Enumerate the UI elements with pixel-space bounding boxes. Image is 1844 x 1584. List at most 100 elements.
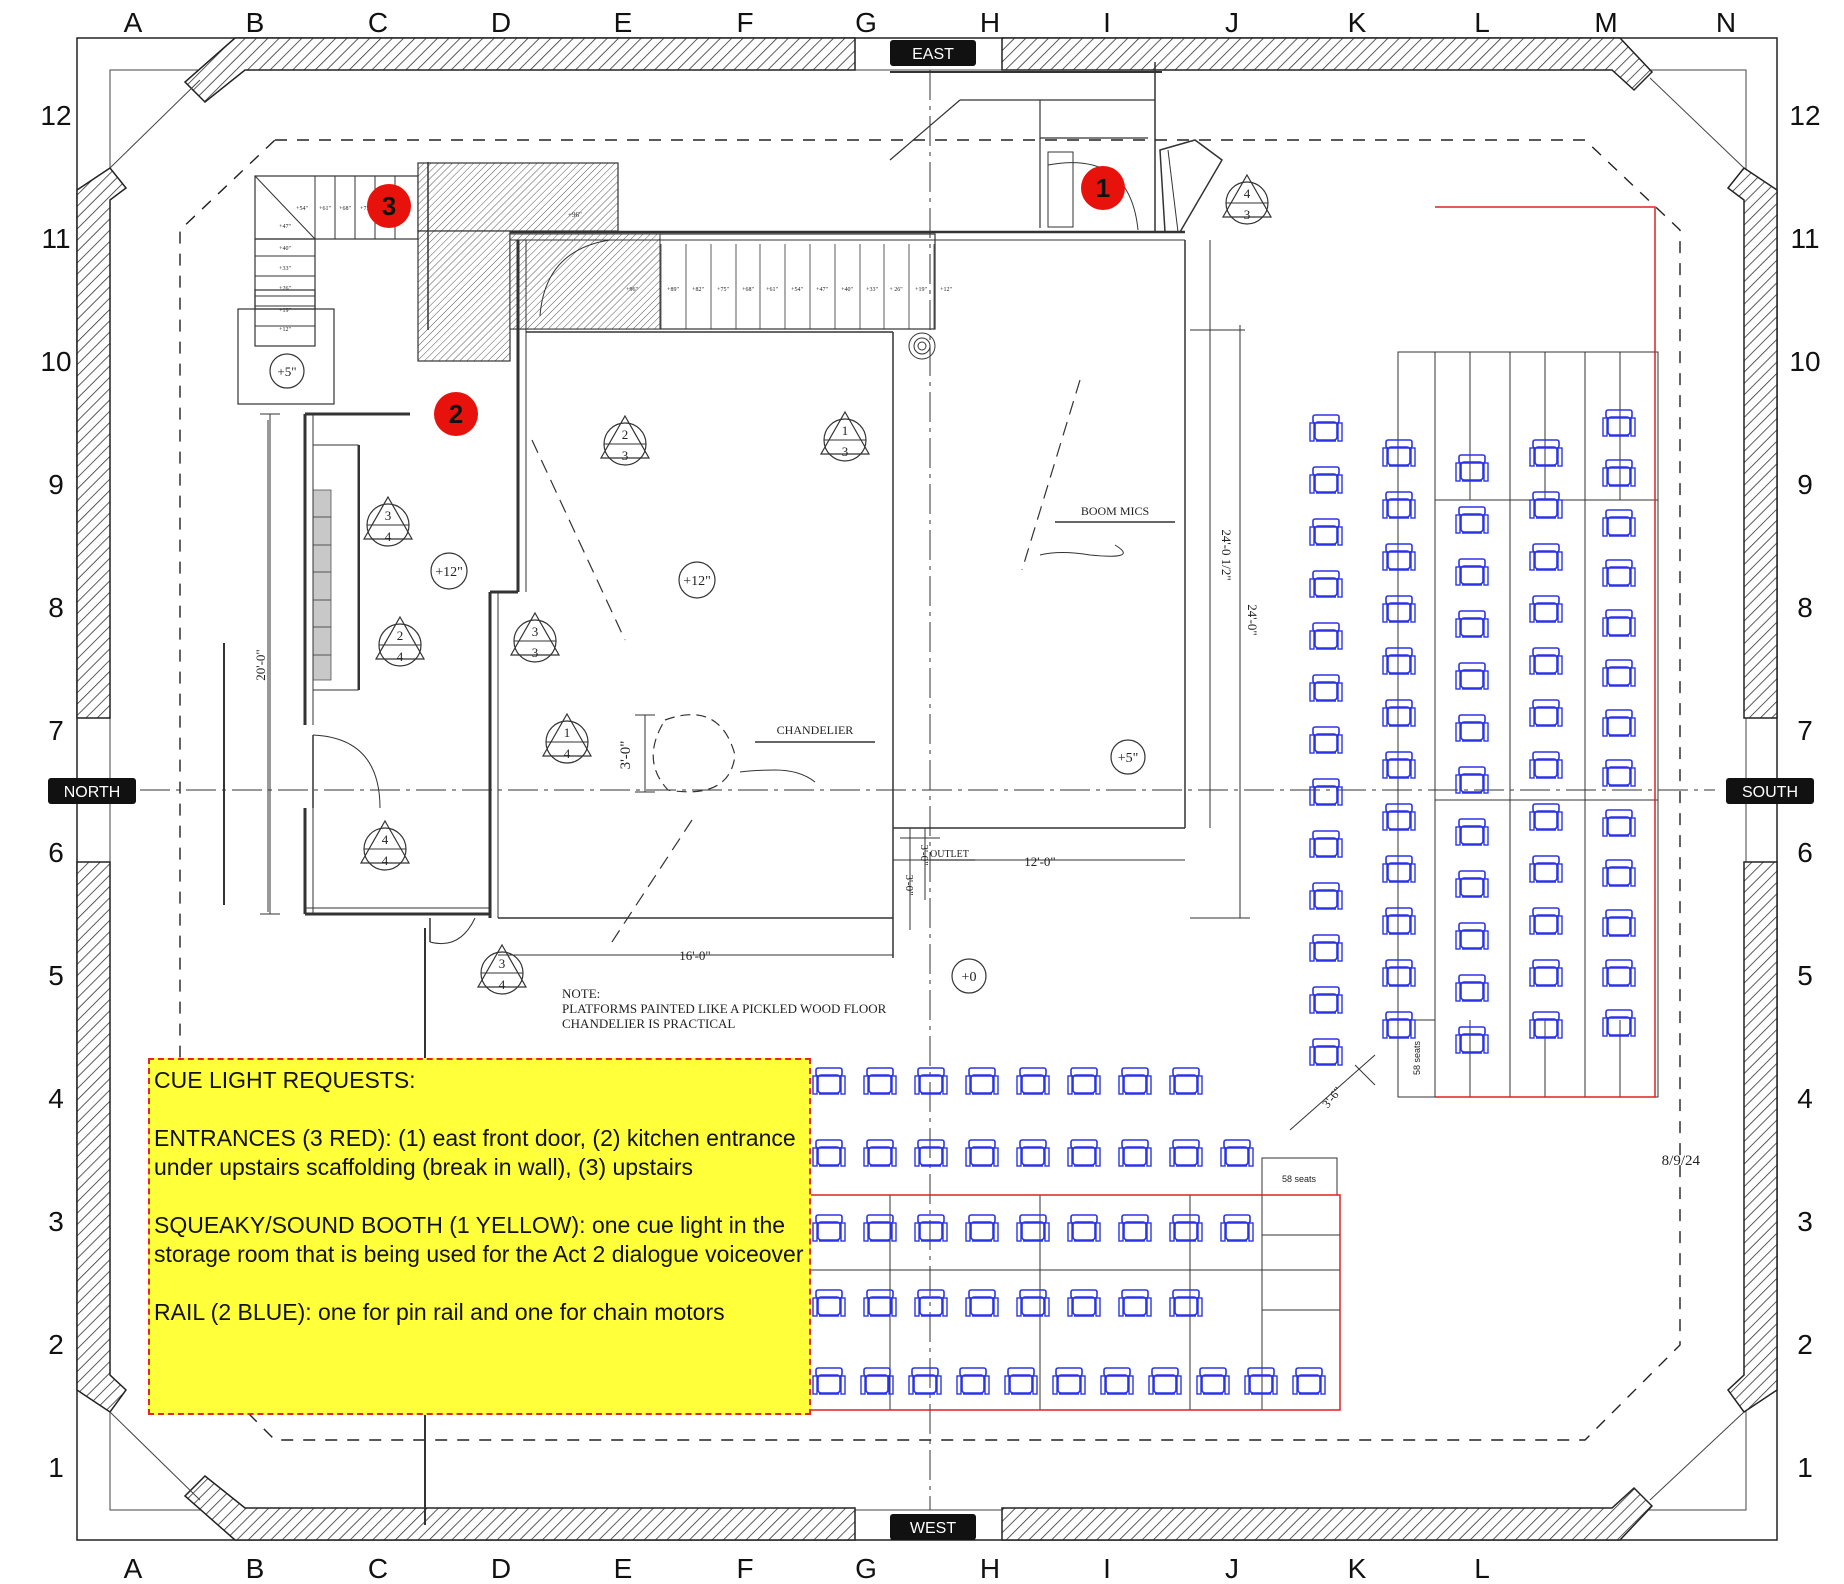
grid-row-right-11: 11 [1790,223,1819,254]
grid-row-left-6: 6 [48,837,64,868]
stair-right-step: + 26" [889,287,903,293]
stair-right-step: +68" [742,287,754,293]
seat [1309,778,1343,806]
seat [1309,674,1343,702]
seat [1455,662,1489,690]
seat [1529,491,1563,519]
elevation-markers: +12" +12" +5" +0 [430,552,1146,994]
seat [863,1214,897,1242]
grid-row-right-8: 8 [1797,592,1813,623]
section-marker-bottom: 4 [385,529,392,544]
grid-col-bottom-D: D [491,1553,511,1584]
seat [1529,803,1563,831]
grid-col-bottom-F: F [736,1553,753,1584]
seat [1382,699,1416,727]
seat [1455,922,1489,950]
seat [1455,558,1489,586]
grid-col-top-C: C [368,7,388,38]
elev-landing: +5" [277,364,296,379]
seat [1309,830,1343,858]
section-marker: 33 [509,611,561,663]
svg-text:NORTH: NORTH [64,784,121,801]
seat [1118,1214,1152,1242]
section-marker: 24 [374,615,426,667]
section-marker-bottom: 3 [622,448,629,463]
grid-row-right-3: 3 [1797,1206,1813,1237]
seat [1455,1026,1489,1054]
stair-right-step: +47" [816,287,828,293]
grid-row-right-6: 6 [1797,837,1813,868]
svg-text:24'-0 1/2": 24'-0 1/2" [1219,529,1234,580]
grid-col-bottom-E: E [614,1553,633,1584]
seat [908,1367,942,1395]
seat [1118,1067,1152,1095]
section-marker: 44 [359,819,411,871]
seat [1602,409,1636,437]
dimension-labels: 24'-0 1/2" 24'-0" 20'-0" 3'-0" 16'-0" 12… [253,529,1345,1110]
seat [1529,595,1563,623]
seat [1602,509,1636,537]
section-marker-top: 3 [385,508,392,523]
stair-left-step: +75" [360,206,372,212]
seat [1382,959,1416,987]
boom-mics: BOOM MICS [1039,504,1175,557]
svg-text:3'-0": 3'-0" [903,874,915,895]
grid-col-top-G: G [855,7,877,38]
seat [1602,709,1636,737]
seat [1169,1214,1203,1242]
seat [1455,714,1489,742]
seat [1602,959,1636,987]
section-marker-top: 1 [842,423,849,438]
grid-row-right-2: 2 [1797,1329,1813,1360]
boom-mics-label: BOOM MICS [1081,504,1149,518]
seat [1602,459,1636,487]
seat [1529,439,1563,467]
svg-text:+5": +5" [1118,751,1139,766]
seat [1309,570,1343,598]
grid-row-right-4: 4 [1797,1083,1813,1114]
seat [1309,466,1343,494]
dimensions [260,240,1376,1131]
grid-row-left-9: 9 [48,469,64,500]
section-marker-bottom: 4 [397,649,404,664]
chandelier-label: CHANDELIER [777,723,854,737]
svg-text:3'-0": 3'-0" [618,741,634,770]
svg-text:3'-0": 3'-0" [918,844,930,865]
seat [1602,659,1636,687]
seat [1602,909,1636,937]
seat [1529,907,1563,935]
section-marker: 14 [541,712,593,764]
stair-right-step: +96" [626,287,638,293]
grid-col-top-N: N [1716,7,1736,38]
svg-text:WEST: WEST [910,1520,956,1537]
grid-col-top-K: K [1348,7,1367,38]
svg-text:12'-0": 12'-0" [1024,854,1055,869]
seat [1455,974,1489,1002]
section-marker-top: 3 [499,956,506,971]
seat [812,1139,846,1167]
grid-row-left-8: 8 [48,592,64,623]
svg-text:+0: +0 [962,970,977,985]
section-marker-top: 4 [1244,186,1251,201]
seat [914,1139,948,1167]
grid-row-left-4: 4 [48,1083,64,1114]
seating-bottom: 58 seats [810,1067,1341,1411]
seat [1309,882,1343,910]
seat [1529,699,1563,727]
stair-right-step: +40" [841,287,853,293]
grid-col-bottom-K: K [1348,1553,1367,1584]
grid-col-top-M: M [1594,7,1617,38]
svg-text:20'-0": 20'-0" [253,649,268,680]
seat [1455,818,1489,846]
stair-left-step: +19" [279,308,291,314]
grid-row-right-5: 5 [1797,960,1813,991]
svg-text:2: 2 [449,399,463,429]
stair-left-step: +47" [279,224,291,230]
section-marker: 13 [819,410,871,462]
seat [1529,751,1563,779]
direction-east: EAST [890,40,976,66]
cue-requests-squeaky: SQUEAKY/SOUND BOOTH (1 YELLOW): one cue … [154,1212,804,1267]
seat [1309,726,1343,754]
seat [1529,1011,1563,1039]
